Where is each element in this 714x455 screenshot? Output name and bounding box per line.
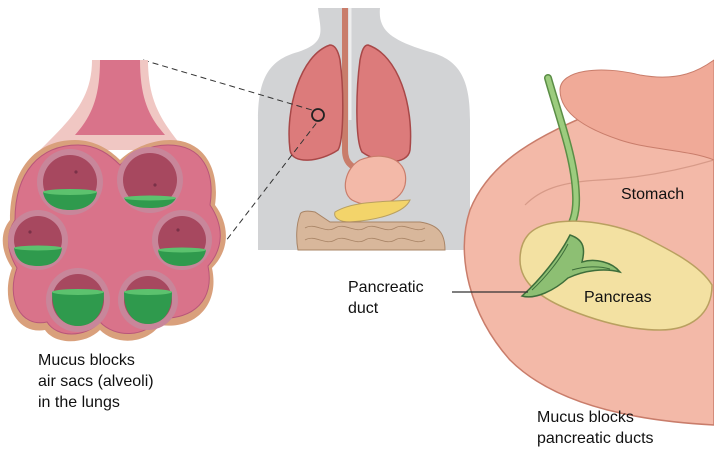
- alveolus-mid-left: [8, 210, 68, 270]
- lungs-caption: Mucus blocks air sacs (alveoli) in the l…: [38, 350, 154, 413]
- pancreatic-duct-label-line: Pancreatic: [348, 277, 424, 298]
- pancreas-label-text: Pancreas: [584, 287, 652, 308]
- alveoli-cluster: [3, 60, 226, 341]
- pancreas-caption-line: pancreatic ducts: [537, 428, 654, 449]
- pancreatic-duct-label-line: duct: [348, 298, 424, 319]
- pancreas-caption-line: Mucus blocks: [537, 407, 654, 428]
- pancreas-caption: Mucus blocks pancreatic ducts: [537, 407, 654, 449]
- alveolus-top-left: [37, 149, 103, 215]
- stomach-label-text: Stomach: [621, 184, 684, 205]
- torso-illustration: [258, 8, 470, 250]
- lungs-caption-line: air sacs (alveoli): [38, 371, 154, 392]
- stomach-pancreas-closeup: [452, 60, 714, 425]
- stomach-small: [345, 156, 405, 205]
- pancreas-label: Pancreas: [584, 287, 652, 308]
- lungs-caption-line: in the lungs: [38, 392, 154, 413]
- pancreatic-duct-label: Pancreatic duct: [348, 277, 424, 319]
- alveolus-mid-right: [152, 210, 212, 270]
- lungs-caption-line: Mucus blocks: [38, 350, 154, 371]
- alveolus-bottom-right: [118, 270, 178, 330]
- alveolus-bottom-left: [46, 268, 110, 332]
- alveolus-top-right: [117, 147, 183, 213]
- stomach-label: Stomach: [621, 184, 684, 205]
